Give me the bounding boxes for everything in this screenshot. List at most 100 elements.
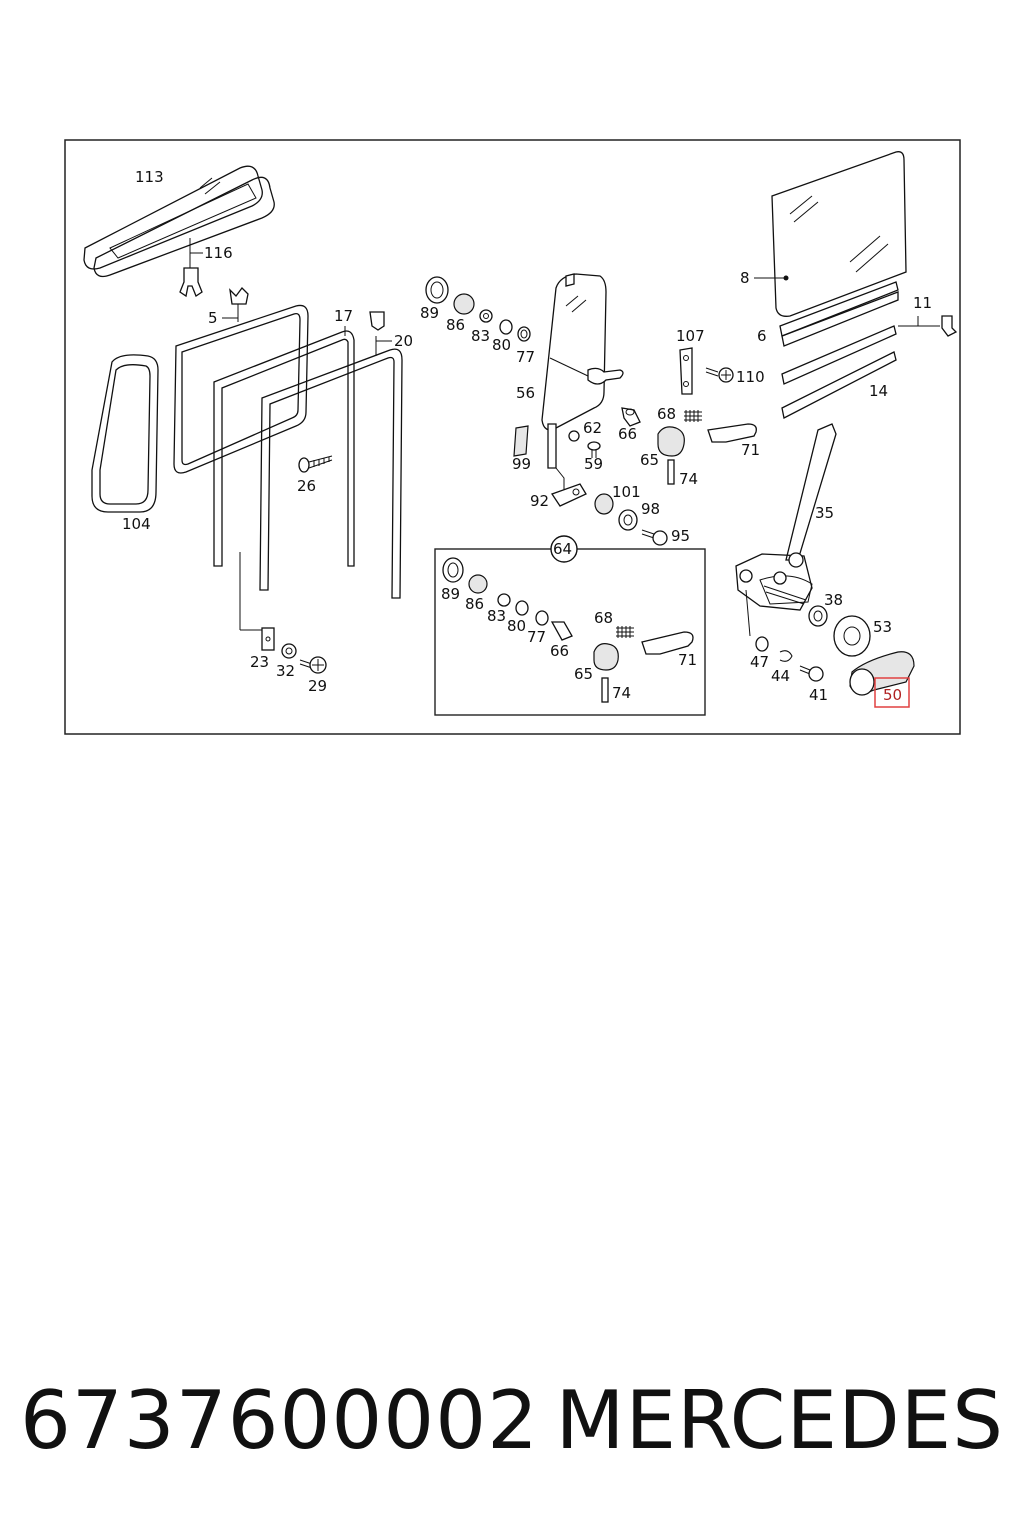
knob-65[interactable] (657, 426, 685, 457)
footer: 6737600002 MERCEDES (20, 1370, 1004, 1470)
washer-98[interactable] (618, 509, 638, 531)
label-11: 11 (913, 294, 932, 312)
seal-strip-14[interactable] (781, 325, 897, 419)
label-14: 14 (869, 382, 888, 400)
inset-label-65: 65 (574, 665, 593, 683)
grommet-89[interactable] (425, 276, 449, 304)
label-56: 56 (516, 384, 535, 402)
clip-20 (369, 311, 385, 331)
clip-5 (229, 287, 249, 305)
label-71: 71 (741, 441, 760, 459)
label-8: 8 (740, 269, 750, 287)
label-65: 65 (640, 451, 659, 469)
label-86: 86 (446, 316, 465, 334)
inset-label-86: 86 (465, 595, 484, 613)
quarter-window-seal-104[interactable] (91, 354, 159, 513)
screw-95[interactable] (641, 529, 668, 546)
label-104: 104 (122, 515, 151, 533)
label-5: 5 (208, 309, 218, 327)
inset-label-83: 83 (487, 607, 506, 625)
inset-knob-65[interactable] (593, 643, 619, 671)
handle-71[interactable] (707, 423, 757, 443)
label-20: 20 (394, 332, 413, 350)
inset-label-74: 74 (612, 684, 631, 702)
inset-label-89: 89 (441, 585, 460, 603)
inset-pin-74[interactable] (601, 677, 609, 703)
window-channel-17[interactable] (213, 330, 355, 567)
washer-32[interactable] (281, 643, 297, 659)
label-59: 59 (584, 455, 603, 473)
screw-29[interactable] (299, 656, 327, 674)
label-68: 68 (657, 405, 676, 423)
escutcheon-53[interactable] (833, 615, 871, 657)
brand-name: MERCEDES (555, 1373, 1004, 1467)
label-99: 99 (512, 455, 531, 473)
vent-window-56[interactable] (541, 273, 624, 469)
lock-washer-44[interactable] (779, 650, 793, 662)
bushing-77[interactable] (517, 326, 531, 342)
diagram-frame (64, 139, 961, 735)
nut-83[interactable] (479, 309, 493, 323)
inset-label-71: 71 (678, 651, 697, 669)
spring-68[interactable] (684, 410, 702, 422)
label-83: 83 (471, 327, 490, 345)
crank-handle-50[interactable] (849, 651, 915, 696)
screw-41[interactable] (799, 665, 824, 682)
window-channel-20[interactable] (259, 348, 403, 599)
inset-nut-83[interactable] (497, 593, 511, 607)
label-89: 89 (420, 304, 439, 322)
label-17: 17 (334, 307, 353, 325)
label-23: 23 (250, 653, 269, 671)
washer-62[interactable] (568, 430, 580, 442)
screw-59[interactable] (587, 441, 601, 458)
glass-channel-6[interactable] (779, 281, 899, 347)
highlight-box-50 (874, 677, 910, 708)
label-41: 41 (809, 686, 828, 704)
clip-11 (941, 315, 958, 337)
screw-110[interactable] (705, 367, 734, 383)
bushing-101[interactable] (594, 493, 614, 515)
inset-stud-66[interactable] (550, 621, 573, 641)
bracket-23[interactable] (261, 627, 275, 651)
washer-47[interactable] (755, 636, 769, 652)
label-113: 113 (135, 168, 164, 186)
label-38: 38 (824, 591, 843, 609)
inset-spring-68[interactable] (616, 626, 634, 638)
pin-74[interactable] (667, 459, 675, 485)
inset-grommet-89[interactable] (442, 557, 464, 583)
hinge-92[interactable] (550, 483, 587, 507)
stud-66[interactable] (621, 407, 641, 427)
label-110: 110 (736, 368, 765, 386)
label-92: 92 (530, 492, 549, 510)
label-98: 98 (641, 500, 660, 518)
rear-window-113[interactable] (83, 165, 275, 278)
screw-26[interactable] (298, 455, 333, 473)
label-44: 44 (771, 667, 790, 685)
label-29: 29 (308, 677, 327, 695)
label-80: 80 (492, 336, 511, 354)
label-74: 74 (679, 470, 698, 488)
inset-label-80: 80 (507, 617, 526, 635)
washer-38[interactable] (808, 605, 828, 627)
door-glass-8[interactable] (771, 151, 907, 317)
label-32: 32 (276, 662, 295, 680)
inset-washer-80[interactable] (515, 600, 529, 616)
bracket-107[interactable] (679, 347, 693, 395)
inset-cap-86[interactable] (468, 574, 488, 594)
inset-handle-71[interactable] (641, 631, 694, 655)
label-116: 116 (204, 244, 233, 262)
label-26: 26 (297, 477, 316, 495)
label-66: 66 (618, 425, 637, 443)
label-6: 6 (757, 327, 767, 345)
part-99[interactable] (513, 425, 529, 457)
clip-116 (179, 267, 203, 298)
inset-64-badge (550, 535, 578, 563)
inset-bushing-77[interactable] (535, 610, 549, 626)
cap-86[interactable] (453, 293, 475, 315)
label-95: 95 (671, 527, 690, 545)
label-50: 50 (883, 686, 902, 704)
label-62: 62 (583, 419, 602, 437)
washer-80[interactable] (499, 319, 513, 335)
window-seal-5[interactable] (173, 304, 309, 474)
window-regulator-35[interactable] (735, 423, 837, 611)
